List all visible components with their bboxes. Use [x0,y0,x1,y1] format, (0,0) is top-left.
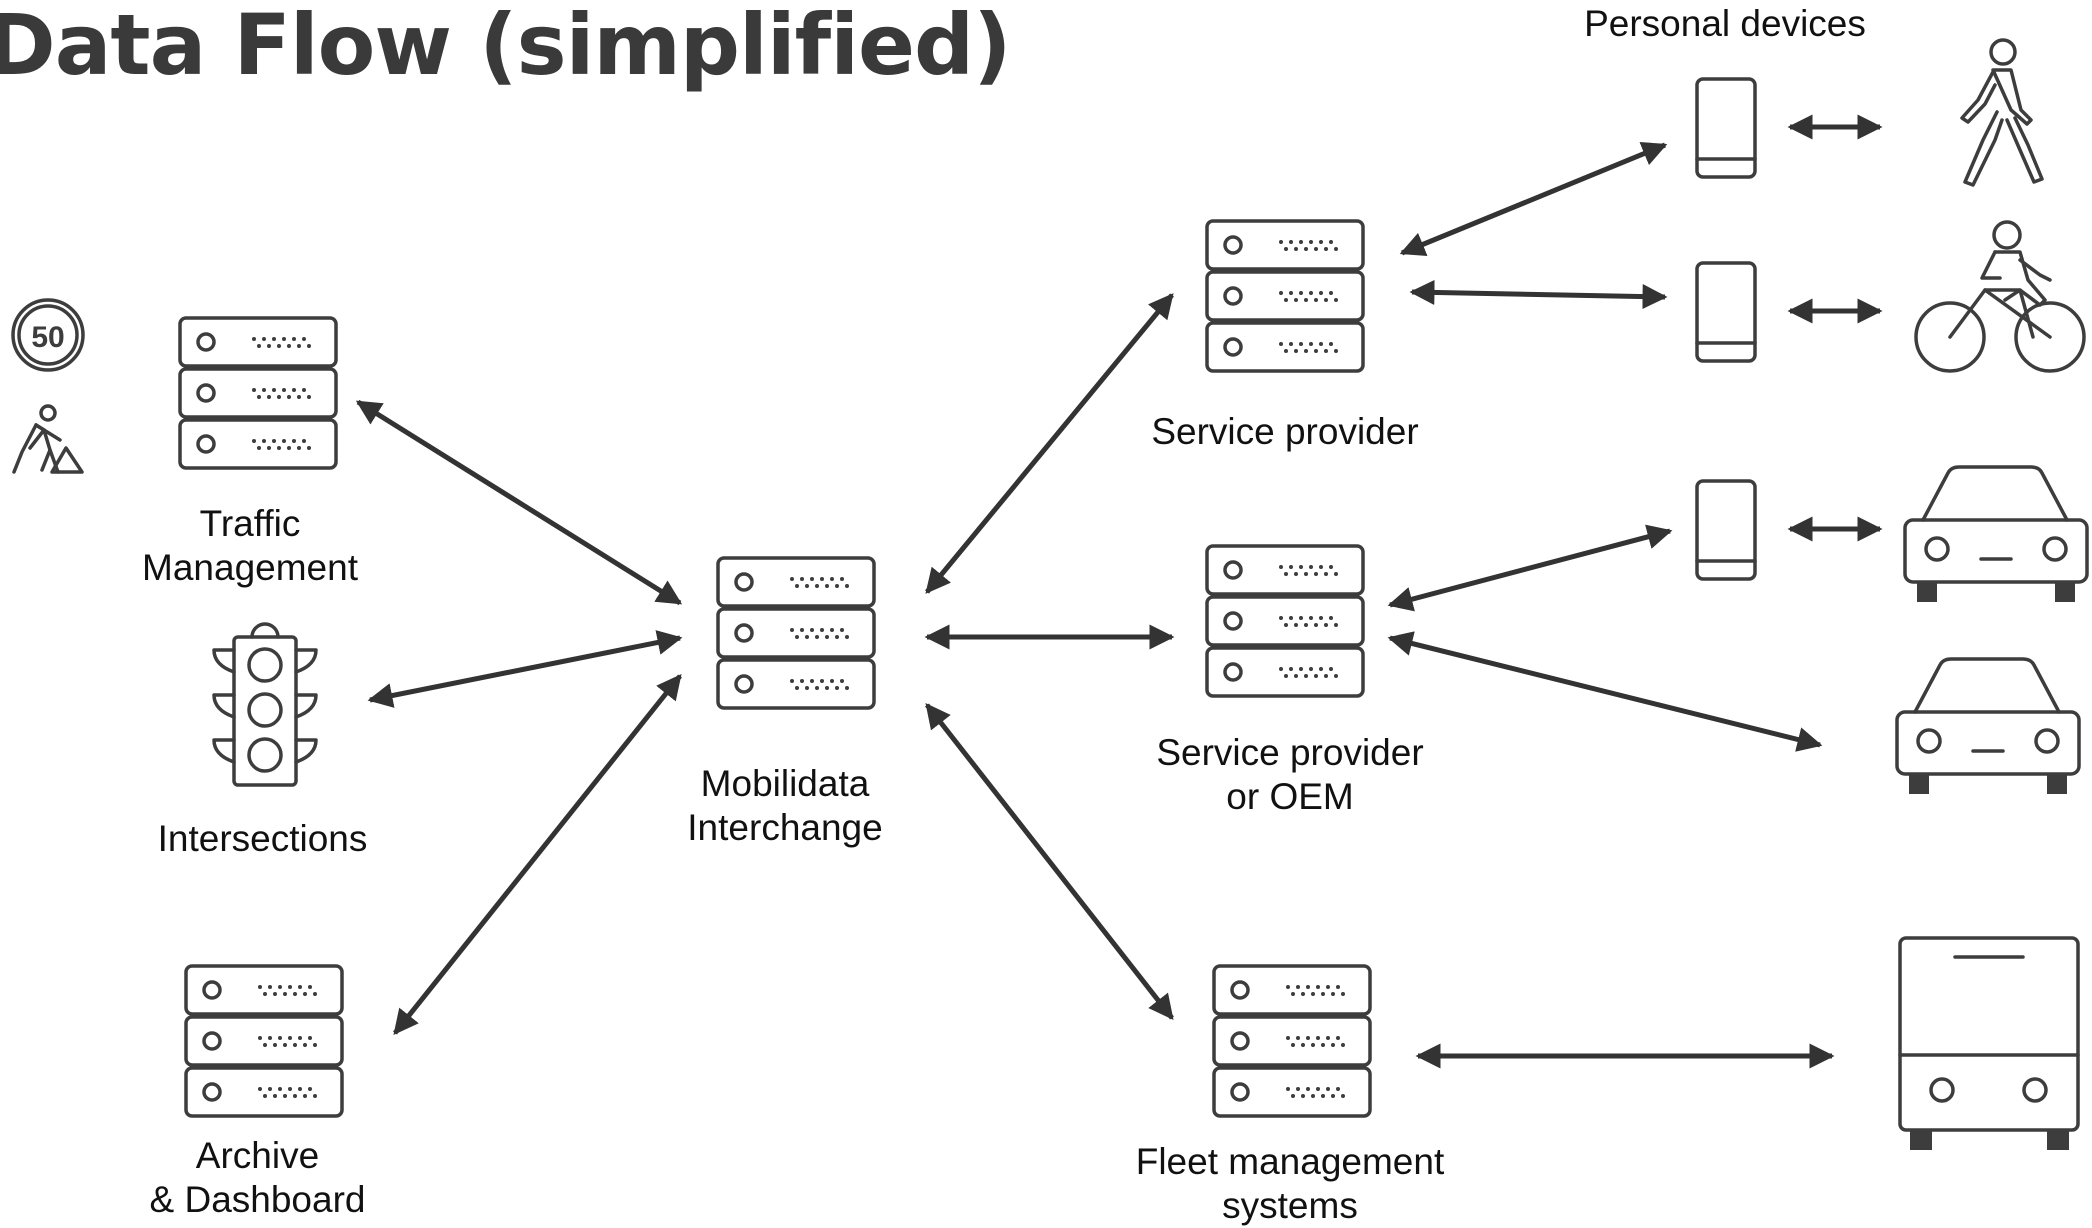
car-icon [1903,465,2089,604]
service-provider-label: Service provider [1151,411,1419,452]
phone-icon [1695,479,1757,581]
arrow-intersections-interchange [367,630,683,708]
arrow-interchange-fleet [925,703,1174,1020]
phone-icon [1695,77,1757,179]
arrow-service-provider-phone2 [1409,279,1668,310]
pedestrian-icon [1960,38,2044,187]
fleet-management-server-icon [1212,964,1372,1118]
traffic-management-label: Traffic Management [142,503,358,588]
cyclist-icon [1914,220,2086,373]
mobilidata-interchange-label: Mobilidata Interchange [687,763,883,848]
bus-icon [1898,936,2080,1150]
phone-icon [1695,261,1757,363]
speed-limit-sign-icon: 50 [11,298,85,372]
speed-limit-value: 50 [31,321,64,354]
road-works-icon [12,404,84,474]
page-title: Data Flow (simplified) [0,0,1011,94]
arrow-archive-interchange [393,674,682,1035]
arrow-oem-phone3 [1387,524,1673,612]
service-provider-server-icon [1205,219,1365,373]
car-icon [1895,657,2081,796]
traffic-light-icon [212,622,318,787]
personal-devices-label: Personal devices [1584,3,1866,44]
archive-dashboard-label: Archive & Dashboard [149,1135,366,1220]
fleet-management-label: Fleet management systems [1135,1141,1445,1226]
traffic-management-server-icon [178,316,338,470]
service-provider-oem-server-icon [1205,544,1365,698]
service-provider-oem-label: Service provider or OEM [1156,732,1424,817]
archive-dashboard-server-icon [184,964,344,1118]
arrow-traffic-management-interchange [355,399,683,606]
arrow-oem-car [1387,631,1823,752]
intersections-label: Intersections [157,818,368,859]
mobilidata-interchange-server-icon [716,556,876,710]
arrow-interchange-service-provider [925,293,1174,594]
arrow-service-provider-phone1 [1399,141,1668,257]
